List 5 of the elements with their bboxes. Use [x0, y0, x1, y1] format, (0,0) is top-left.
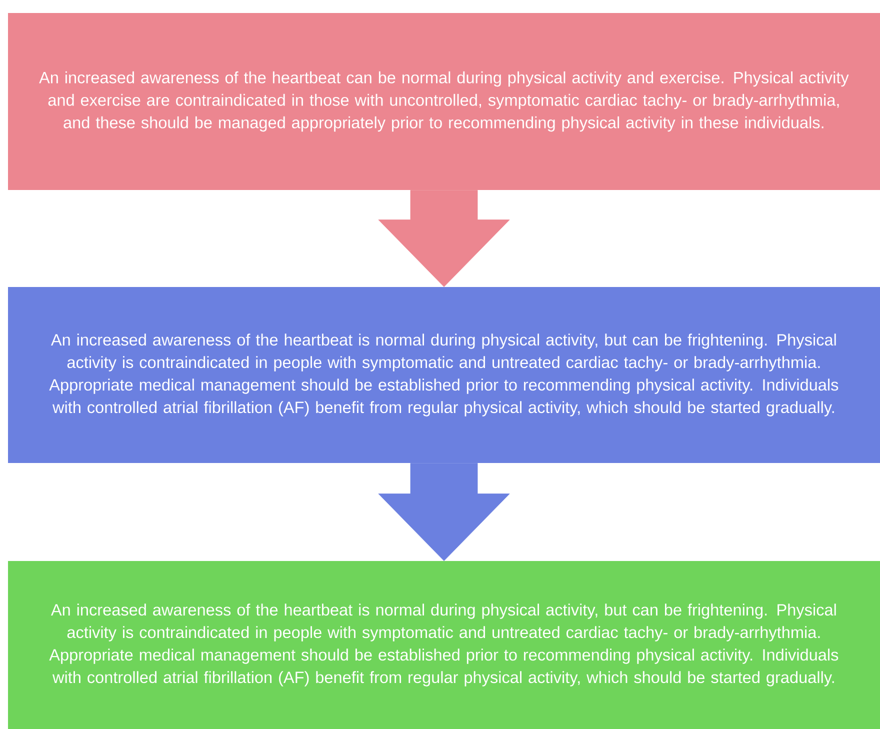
block-arrow: [378, 463, 510, 561]
text-box: An increased awareness of the heartbeat is normal during physical activity, but can be frightening. Physical activity is contraindicated in people with symptomatic and untreated cardiac tachy- or brady-arrhythmia. Appropriate medical management should be established prior to recommending physical activity. Individuals with controlled atrial fibrillation (AF) benefit from regular physical activity, which should be started gradually.: [8, 561, 880, 729]
text-box: An increased awareness of the heartbeat is normal during physical activity, but can be frightening. Physical activity is contraindicated in people with symptomatic and untreated cardiac tachy- or brady-arrhythmia. Appropriate medical management should be established prior to recommending physical activity. Individuals with controlled atrial fibrillation (AF) benefit from regular physical activity, which should be started gradually.: [8, 287, 880, 463]
text-box: An increased awareness of the heartbeat can be normal during physical activity and exercise. Physical activity and exercise are contraindicated in those with uncontrolled, symptomatic cardiac tachy- or brady-arrhythmia, and these should be managed appropriately prior to recommending physical activity in these individuals.: [8, 13, 880, 190]
block-arrow: [378, 190, 510, 287]
